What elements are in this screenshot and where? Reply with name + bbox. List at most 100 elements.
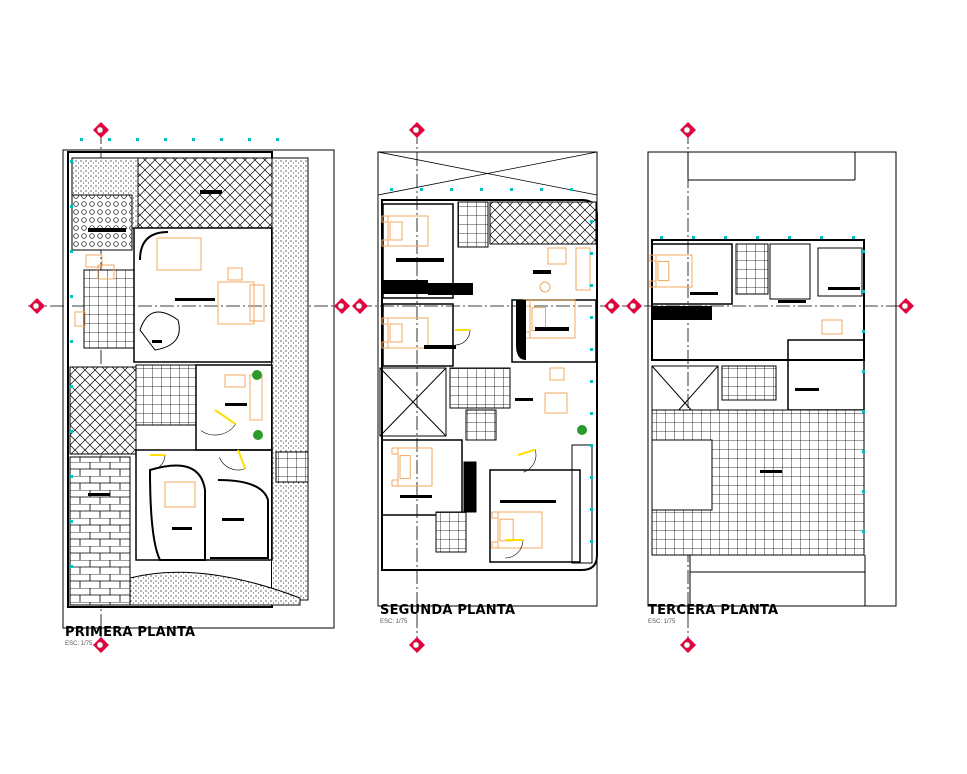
stair-void bbox=[379, 367, 447, 437]
axis-marker-label bbox=[607, 302, 615, 310]
furniture bbox=[544, 392, 568, 414]
plan-title-primera: PRIMERA PLANTA bbox=[65, 625, 196, 640]
furniture bbox=[531, 307, 546, 331]
dimension-tick bbox=[852, 236, 855, 239]
room-label bbox=[225, 403, 247, 406]
garage-floor bbox=[69, 366, 137, 455]
room-label bbox=[396, 258, 444, 262]
dimension-tick bbox=[590, 444, 593, 447]
furniture bbox=[389, 323, 403, 343]
plan-title-segunda: SEGUNDA PLANTA bbox=[380, 603, 516, 618]
dimension-tick bbox=[756, 236, 759, 239]
dimension-tick bbox=[590, 380, 593, 383]
dimension-tick bbox=[420, 188, 423, 191]
furniture bbox=[217, 281, 255, 325]
dimension-tick bbox=[480, 188, 483, 191]
axis-marker-label bbox=[683, 641, 691, 649]
furniture bbox=[249, 284, 265, 322]
door bbox=[237, 449, 247, 470]
furniture bbox=[497, 511, 543, 549]
dimension-tick bbox=[590, 476, 593, 479]
dimension-tick bbox=[70, 205, 73, 208]
study bbox=[787, 339, 865, 411]
dimension-tick bbox=[660, 236, 663, 239]
axis-marker-label bbox=[337, 302, 345, 310]
room-label bbox=[795, 388, 819, 391]
line bbox=[379, 367, 447, 437]
closet bbox=[516, 300, 526, 360]
dimension-tick bbox=[80, 138, 83, 141]
dimension-tick bbox=[390, 188, 393, 191]
axis-marker-label bbox=[32, 302, 40, 310]
room-label bbox=[515, 398, 533, 401]
bedroom bbox=[651, 243, 733, 305]
furniture bbox=[391, 479, 399, 487]
furniture bbox=[655, 254, 693, 288]
axis-marker-label bbox=[412, 641, 420, 649]
dimension-tick bbox=[192, 138, 195, 141]
room-label bbox=[400, 495, 432, 498]
terrace bbox=[489, 201, 597, 245]
dimension-tick bbox=[220, 138, 223, 141]
room-label bbox=[690, 292, 718, 295]
curved-wall bbox=[210, 479, 269, 559]
furniture bbox=[389, 221, 403, 241]
living-room bbox=[133, 227, 273, 363]
dimension-tick bbox=[862, 490, 865, 493]
dimension-tick bbox=[70, 160, 73, 163]
furniture bbox=[547, 247, 567, 265]
dimension-tick bbox=[820, 236, 823, 239]
furniture bbox=[381, 317, 389, 325]
dimension-tick bbox=[590, 316, 593, 319]
dimension-tick bbox=[276, 138, 279, 141]
front-garden bbox=[129, 571, 301, 606]
dimension-tick bbox=[70, 565, 73, 568]
plan-scale-tercera: ESC: 1/75 bbox=[648, 619, 676, 625]
room-label bbox=[500, 500, 556, 503]
bathroom bbox=[735, 243, 769, 295]
table bbox=[539, 281, 551, 293]
dimension-tick bbox=[862, 250, 865, 253]
room-label bbox=[652, 306, 712, 320]
plan-scale-segunda: ESC: 1/75 bbox=[380, 619, 408, 625]
axis-marker-label bbox=[629, 302, 637, 310]
furniture bbox=[85, 254, 103, 268]
axis-marker-label bbox=[96, 126, 104, 134]
axis-marker-label bbox=[96, 641, 104, 649]
dimension-tick bbox=[862, 330, 865, 333]
dimension-tick bbox=[788, 236, 791, 239]
room-label bbox=[428, 283, 473, 295]
room-label bbox=[222, 518, 244, 521]
door bbox=[517, 448, 536, 456]
room bbox=[769, 243, 811, 300]
axis-marker-label bbox=[412, 126, 420, 134]
furniture bbox=[381, 341, 389, 349]
plan-title-tercera: TERCERA PLANTA bbox=[648, 603, 779, 618]
bathroom bbox=[435, 511, 467, 553]
room-label bbox=[760, 470, 782, 473]
paving bbox=[71, 194, 133, 251]
furniture bbox=[387, 215, 429, 247]
room-label bbox=[533, 270, 551, 274]
bedroom-4 bbox=[489, 469, 581, 563]
dimension-tick bbox=[248, 138, 251, 141]
dimension-tick bbox=[862, 370, 865, 373]
white-block bbox=[651, 439, 713, 511]
furniture bbox=[821, 319, 843, 335]
driveway bbox=[69, 456, 131, 606]
room-label bbox=[200, 190, 222, 194]
dimension-tick bbox=[724, 236, 727, 239]
furniture bbox=[391, 447, 399, 455]
line bbox=[377, 151, 598, 196]
dimension-tick bbox=[164, 138, 167, 141]
furniture bbox=[156, 237, 202, 271]
curved-wall bbox=[139, 231, 169, 261]
dimension-tick bbox=[108, 138, 111, 141]
bathroom bbox=[457, 201, 489, 248]
axis-marker-label bbox=[901, 302, 909, 310]
curved-wall bbox=[148, 464, 206, 561]
plant bbox=[252, 370, 262, 380]
dimension-tick bbox=[862, 290, 865, 293]
dimension-tick bbox=[70, 340, 73, 343]
door bbox=[214, 409, 237, 425]
